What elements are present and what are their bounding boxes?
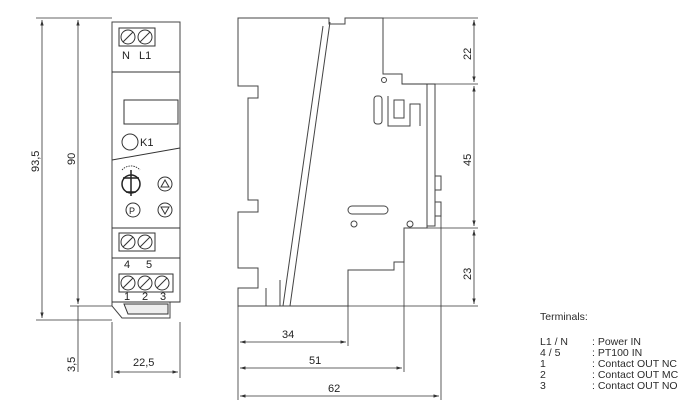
legend-desc: : Contact OUT NC xyxy=(592,358,677,370)
p-button-icon xyxy=(125,202,141,218)
terminals-legend: Terminals: L1 / N : Power IN 4 / 5 : PT1… xyxy=(540,312,678,392)
legend-code: 2 xyxy=(540,369,546,381)
legend-row: 2 : Contact OUT MC xyxy=(540,370,678,381)
dim-width: 22,5 xyxy=(133,357,154,369)
k1-led xyxy=(121,133,139,151)
dim-total-height: 93,5 xyxy=(30,151,42,172)
display-window xyxy=(123,99,179,125)
legend-code: 4 / 5 xyxy=(540,347,561,359)
down-button-icon xyxy=(157,202,173,218)
terminal-block-mid xyxy=(118,232,156,252)
side-view xyxy=(237,17,442,307)
terminal-label-1: 1 xyxy=(124,291,130,303)
dim-total-depth: 62 xyxy=(328,383,340,395)
legend-desc: : Contact OUT NO xyxy=(592,380,678,392)
front-dimensions xyxy=(36,17,181,378)
dim-rail-offset: 3,5 xyxy=(66,357,78,372)
legend-desc: : Power IN xyxy=(592,336,642,348)
dim-body-height: 90 xyxy=(66,153,78,165)
dim-bottom-section: 23 xyxy=(462,268,474,280)
legend-code: 3 xyxy=(540,380,546,392)
terminal-block-bottom xyxy=(118,273,174,293)
front-view xyxy=(111,21,181,319)
legend-desc: : Contact OUT MC xyxy=(592,369,679,381)
terminal-label-3: 3 xyxy=(160,291,166,303)
up-button-icon xyxy=(157,176,173,192)
legend-title: Terminals: xyxy=(540,311,588,323)
p-button-label: P xyxy=(129,206,135,216)
dim-middle-section: 45 xyxy=(462,154,474,166)
logo-icon xyxy=(121,165,141,196)
terminal-block-top xyxy=(120,29,153,45)
legend-desc: : PT100 IN xyxy=(592,347,643,359)
terminal-label-l1: L1 xyxy=(139,50,151,62)
terminal-label-n: N xyxy=(122,50,130,62)
dim-top-section: 22 xyxy=(462,48,474,60)
side-dimensions xyxy=(237,17,478,400)
legend-row: 3 : Contact OUT NO xyxy=(540,381,678,392)
terminal-label-5: 5 xyxy=(146,259,152,271)
legend-row: 1 : Contact OUT NC xyxy=(540,359,678,370)
dim-mid-depth: 51 xyxy=(309,355,321,367)
terminal-label-4: 4 xyxy=(124,259,130,271)
legend-row: 4 / 5 : PT100 IN xyxy=(540,348,678,359)
legend-row: L1 / N : Power IN xyxy=(540,337,678,348)
dim-front-depth: 34 xyxy=(282,329,294,341)
legend-code: L1 / N xyxy=(540,336,569,348)
legend-code: 1 xyxy=(540,358,546,370)
k1-label: K1 xyxy=(140,137,153,149)
terminal-label-2: 2 xyxy=(142,291,148,303)
